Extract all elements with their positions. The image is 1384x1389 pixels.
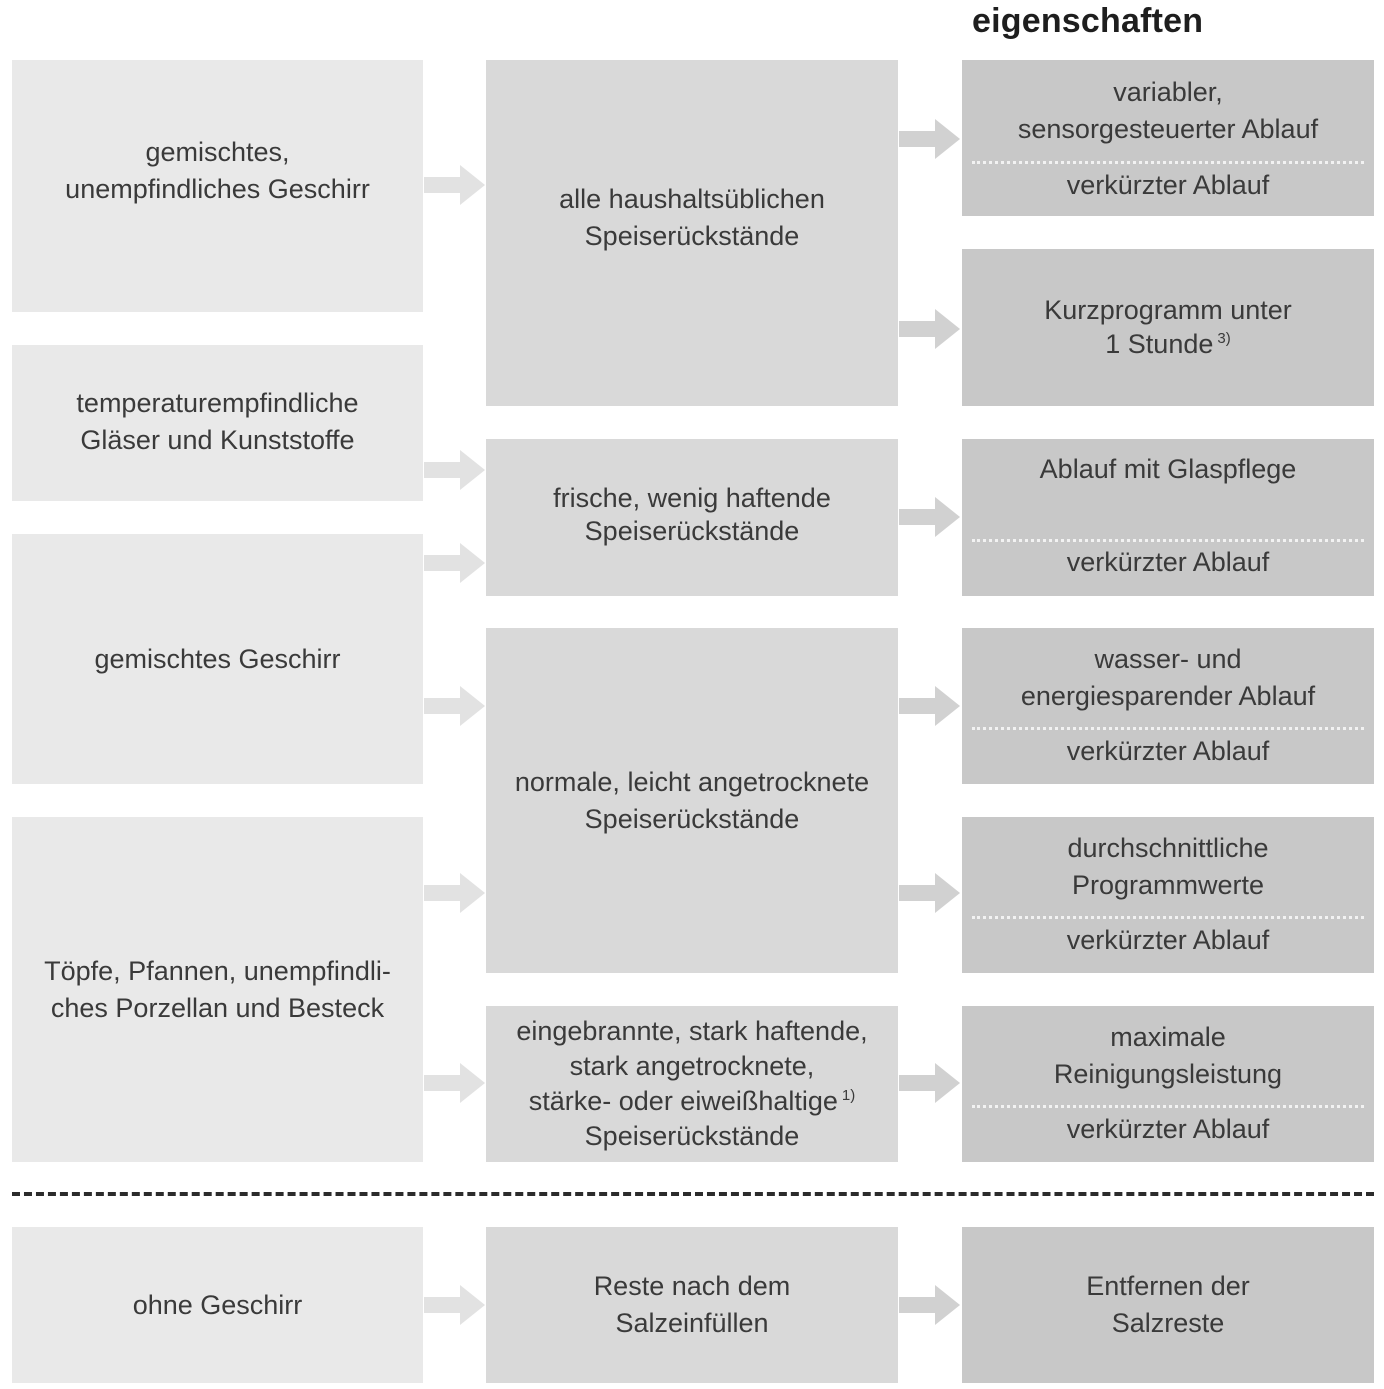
program-variable-sensor: variabler, sensorgesteuerter Ablauf verk… (962, 60, 1374, 216)
section-divider (12, 1192, 1374, 1196)
soil-normal: normale, leicht angetrocknete Speiserück… (486, 628, 898, 973)
divider (972, 161, 1364, 164)
arrow-right-icon (899, 686, 960, 726)
program-eco: wasser- und energiesparender Ablauf verk… (962, 628, 1374, 784)
column-header: eigenschaften (972, 2, 1204, 40)
footnote-marker: 1) (841, 1087, 856, 1104)
program-average: durchschnittliche Programmwerte verkürzt… (962, 817, 1374, 973)
dish-type-temperature-sensitive: temperaturempfindliche Gläser und Kunsts… (12, 345, 423, 501)
arrow-right-icon (899, 119, 960, 159)
dish-type-pots-pans: Töpfe, Pfannen, unempfindli- ches Porzel… (12, 817, 423, 1162)
arrow-right-icon (899, 1063, 960, 1103)
arrow-right-icon (899, 309, 960, 349)
dish-type-mixed: gemischtes Geschirr (12, 534, 423, 784)
arrow-right-icon (424, 873, 485, 913)
divider (972, 1105, 1364, 1108)
divider (972, 916, 1364, 919)
dish-type-mixed-robust: gemischtes, unempfindliches Geschirr (12, 60, 423, 312)
soil-salt-residue: Reste nach dem Salzeinfüllen (486, 1227, 898, 1383)
arrow-right-icon (424, 1063, 485, 1103)
arrow-right-icon (899, 497, 960, 537)
arrow-right-icon (899, 873, 960, 913)
arrow-right-icon (424, 543, 485, 583)
program-glass-care: Ablauf mit Glaspflege verkürzter Ablauf (962, 439, 1374, 596)
arrow-right-icon (424, 450, 485, 490)
divider (972, 539, 1364, 542)
program-maximum-cleaning: maximale Reinigungsleistung verkürzter A… (962, 1006, 1374, 1162)
program-salt-removal: Entfernen der Salzreste (962, 1227, 1374, 1383)
soil-fresh: frische, wenig haftende Speiserückstände (486, 439, 898, 596)
divider (972, 727, 1364, 730)
arrow-right-icon (424, 686, 485, 726)
arrow-right-icon (424, 1285, 485, 1325)
arrow-right-icon (424, 165, 485, 205)
soil-burnt-heavy: eingebrannte, stark haftende, stark ange… (486, 1006, 898, 1162)
arrow-right-icon (899, 1285, 960, 1325)
dish-type-none: ohne Geschirr (12, 1227, 423, 1383)
footnote-marker: 3) (1217, 329, 1231, 347)
soil-all-residues: alle haushaltsüblichen Speiserückstände (486, 60, 898, 406)
